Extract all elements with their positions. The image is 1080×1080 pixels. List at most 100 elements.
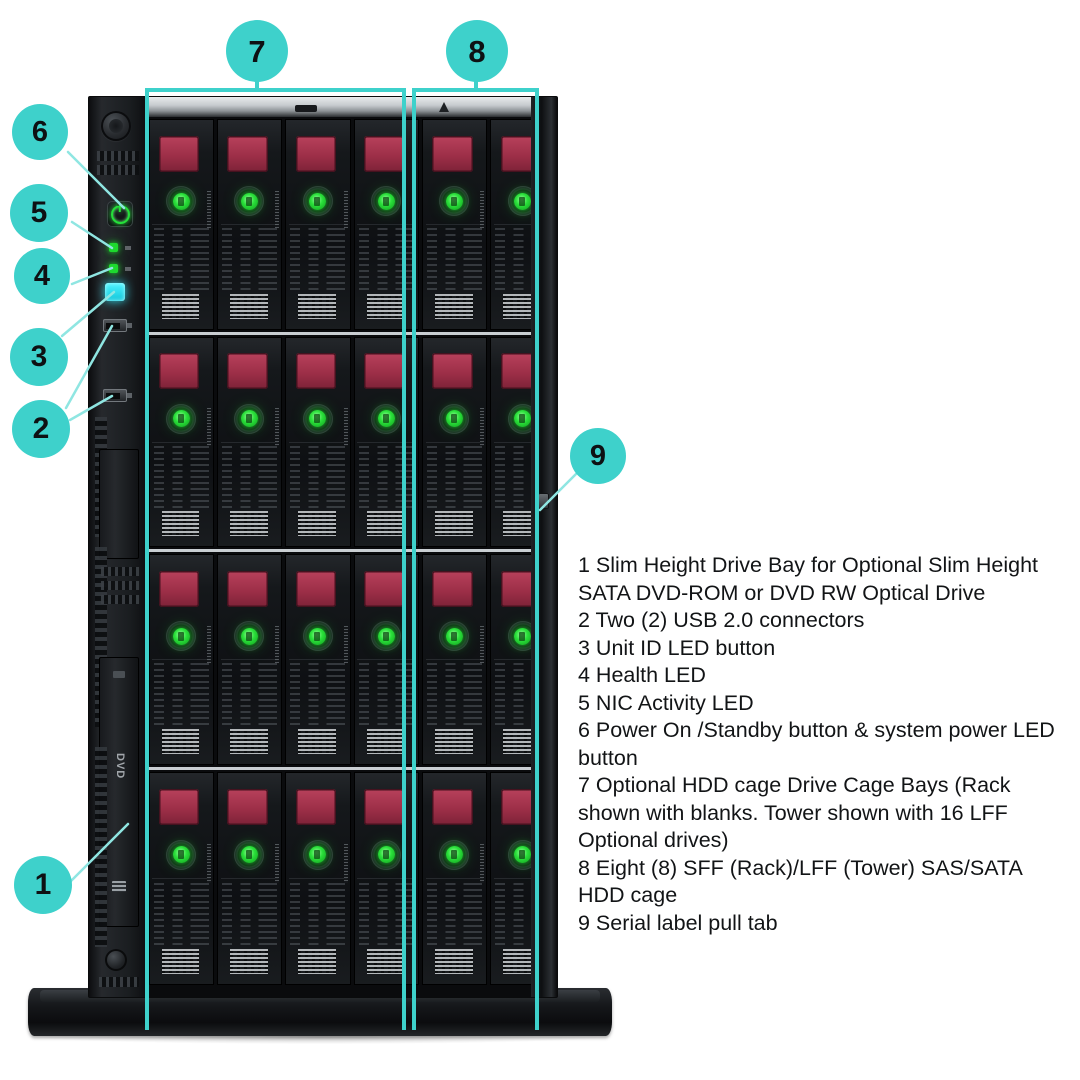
drive-vent-slots <box>427 228 482 292</box>
drive-led-core-icon <box>172 410 190 428</box>
drive-label-plate <box>432 788 473 825</box>
drive-bay[interactable] <box>421 336 488 547</box>
drive-bay[interactable] <box>353 771 419 985</box>
drive-bay[interactable] <box>216 336 283 547</box>
drive-handle-seam <box>289 659 347 661</box>
power-icon <box>110 204 130 224</box>
drive-latch-icon <box>480 625 485 664</box>
legend-item-7: 7 Optional HDD cage Drive Cage Bays (Rac… <box>578 773 1011 852</box>
drive-led-core-icon <box>172 846 190 864</box>
callout-2-number: 2 <box>32 412 50 445</box>
drive-label-plate <box>158 135 200 172</box>
drive-led-core-icon <box>309 627 327 645</box>
vent-grille-top-2 <box>97 165 139 175</box>
drive-led-core-icon <box>514 627 532 645</box>
drive-latch-icon <box>206 190 211 229</box>
callout-3[interactable]: 3 <box>10 328 68 386</box>
power-standby-button[interactable] <box>107 201 133 227</box>
drive-handle-seam <box>152 441 210 443</box>
drive-vent-slots <box>222 663 277 727</box>
drive-bay[interactable] <box>216 554 283 765</box>
server-chassis: DVD <box>88 96 558 998</box>
callout-8[interactable]: 8 <box>446 20 508 82</box>
drive-latch-icon <box>343 625 348 664</box>
drive-vent-slots <box>290 882 346 947</box>
drive-latch-icon <box>480 408 485 446</box>
drive-latch-icon <box>206 408 211 446</box>
drive-led-core-icon <box>377 627 395 645</box>
callout-1[interactable]: 1 <box>14 856 72 914</box>
drive-handle-seam <box>289 441 347 443</box>
callout-9[interactable]: 9 <box>570 428 626 484</box>
drive-led-core-icon <box>445 627 463 645</box>
drive-latch-icon <box>411 844 416 883</box>
drive-label-plate <box>432 570 473 607</box>
drive-activity-led <box>439 839 470 870</box>
drive-spec-label <box>298 728 337 754</box>
drive-bay[interactable] <box>353 336 419 547</box>
callout-1-number: 1 <box>34 868 52 901</box>
callout-2[interactable]: 2 <box>12 400 70 458</box>
bezel-marker-icon <box>439 102 449 112</box>
callout-7-number: 7 <box>248 33 266 69</box>
callout-6[interactable]: 6 <box>12 104 68 160</box>
drive-spec-label <box>366 728 405 754</box>
chassis-top-bezel <box>147 97 557 117</box>
drive-vent-slots <box>358 228 414 292</box>
drive-bay[interactable] <box>216 771 283 985</box>
legend-item-8: 8 Eight (8) SFF (Rack)/LFF (Tower) SAS/S… <box>578 855 1022 908</box>
drive-activity-led <box>371 186 402 217</box>
callout-legend: 1 Slim Height Drive Bay for Optional Sli… <box>578 552 1070 937</box>
drive-spec-label <box>366 511 405 537</box>
drive-bay[interactable] <box>148 119 214 330</box>
drive-label-plate <box>227 788 268 825</box>
legend-item-3: 3 Unit ID LED button <box>578 635 776 660</box>
drive-handle-seam <box>357 659 415 661</box>
callout-7[interactable]: 7 <box>226 20 288 82</box>
drive-activity-led <box>302 839 333 870</box>
drive-handle-seam <box>220 878 279 880</box>
drive-vent-slots <box>427 663 482 727</box>
drive-spec-label <box>161 948 200 975</box>
drive-label-plate <box>295 570 337 607</box>
usb-port-lower[interactable] <box>103 389 132 402</box>
drive-activity-led <box>371 839 402 870</box>
optical-eject-button[interactable] <box>113 671 125 678</box>
drive-bay[interactable] <box>148 771 214 985</box>
drive-label-plate <box>432 353 473 390</box>
side-vent-lower <box>95 747 107 947</box>
drive-bay[interactable] <box>421 554 488 765</box>
callout-5[interactable]: 5 <box>10 184 68 242</box>
drive-spec-label <box>229 511 268 537</box>
drive-bay[interactable] <box>216 119 283 330</box>
drive-label-plate <box>363 135 405 172</box>
drive-bay[interactable] <box>148 336 214 547</box>
usb-port-upper[interactable] <box>103 319 132 332</box>
drive-spec-label <box>298 511 337 537</box>
nic-activity-led <box>109 243 118 252</box>
drive-vent-slots <box>222 882 277 947</box>
drive-led-core-icon <box>309 846 327 864</box>
unit-id-led-button[interactable] <box>105 283 125 301</box>
drive-bay[interactable] <box>421 771 488 985</box>
drive-label-plate <box>295 135 337 172</box>
drive-bay[interactable] <box>353 119 419 330</box>
serial-label-pull-tab[interactable] <box>538 493 549 509</box>
drive-latch-icon <box>206 844 211 883</box>
drive-bay[interactable] <box>353 554 419 765</box>
drive-bay[interactable] <box>148 554 214 765</box>
callout-4[interactable]: 4 <box>14 248 70 304</box>
nic-led-tick-icon <box>125 246 131 250</box>
drive-bay[interactable] <box>285 771 351 985</box>
drive-label-plate <box>295 788 337 825</box>
drive-bay[interactable] <box>285 336 351 547</box>
drive-latch-icon <box>343 844 348 883</box>
drive-bay[interactable] <box>285 554 351 765</box>
vent-grille-bottom <box>99 977 139 987</box>
drive-bay[interactable] <box>285 119 351 330</box>
drive-handle-seam <box>425 878 484 880</box>
drive-handle-seam <box>494 659 552 661</box>
drive-bay[interactable] <box>421 119 488 330</box>
drive-activity-led <box>302 403 333 434</box>
